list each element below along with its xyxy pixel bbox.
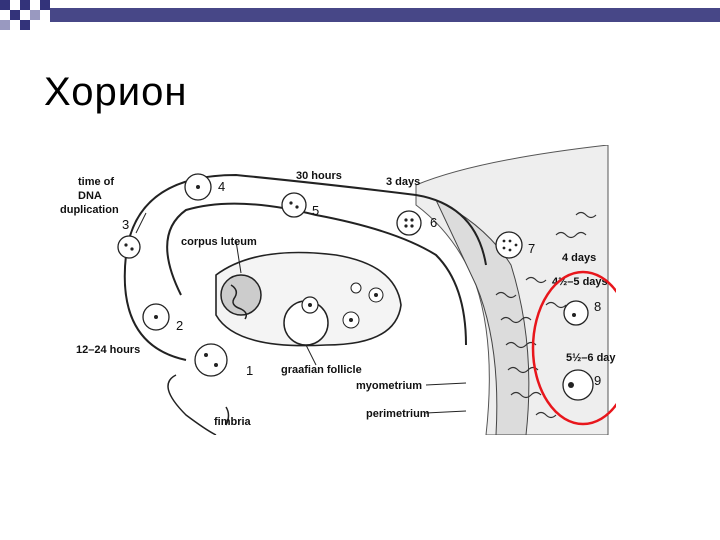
stage-number-5: 5 [312,203,319,218]
label-graafian-follicle: graafian follicle [281,364,362,376]
label-4-days: 4 days [562,252,596,264]
stage-number-6: 6 [430,215,437,230]
header-decoration [0,0,720,40]
stage-number-8: 8 [594,299,601,314]
stage-5-cell [282,193,306,217]
label-3-days: 3 days [386,176,420,188]
label-perimetrium: perimetrium [366,408,430,420]
slide-title: Хорион [44,70,187,115]
stage-number-4: 4 [218,179,225,194]
label-12-24-hours: 12–24 hours [76,344,140,356]
label-4-5-days: 4½–5 days [552,276,608,288]
stage-3-cell [118,236,140,258]
stage-number-3: 3 [122,217,129,232]
label-myometrium: myometrium [356,380,422,392]
stage-number-1: 1 [246,363,253,378]
fertilization-diagram: time of DNA duplication 12–24 hours 30 h… [56,145,616,435]
stage-6-cell [397,211,421,235]
label-dna-time-1: time of [78,176,114,188]
stage-9-cell [563,370,593,400]
stage-number-2: 2 [176,318,183,333]
label-fimbria: fimbria [214,416,252,428]
stage-number-9: 9 [594,373,601,388]
stage-7-cell [496,232,522,258]
label-30-hours: 30 hours [296,170,342,182]
label-dna-time-3: duplication [60,204,119,216]
stage-8-cell [564,301,588,325]
stage-number-7: 7 [528,241,535,256]
label-dna-time-2: DNA [78,190,102,202]
label-5-6-days: 5½–6 days [566,352,616,364]
stage-1-cell [195,344,227,376]
label-corpus-luteum: corpus luteum [181,236,257,248]
